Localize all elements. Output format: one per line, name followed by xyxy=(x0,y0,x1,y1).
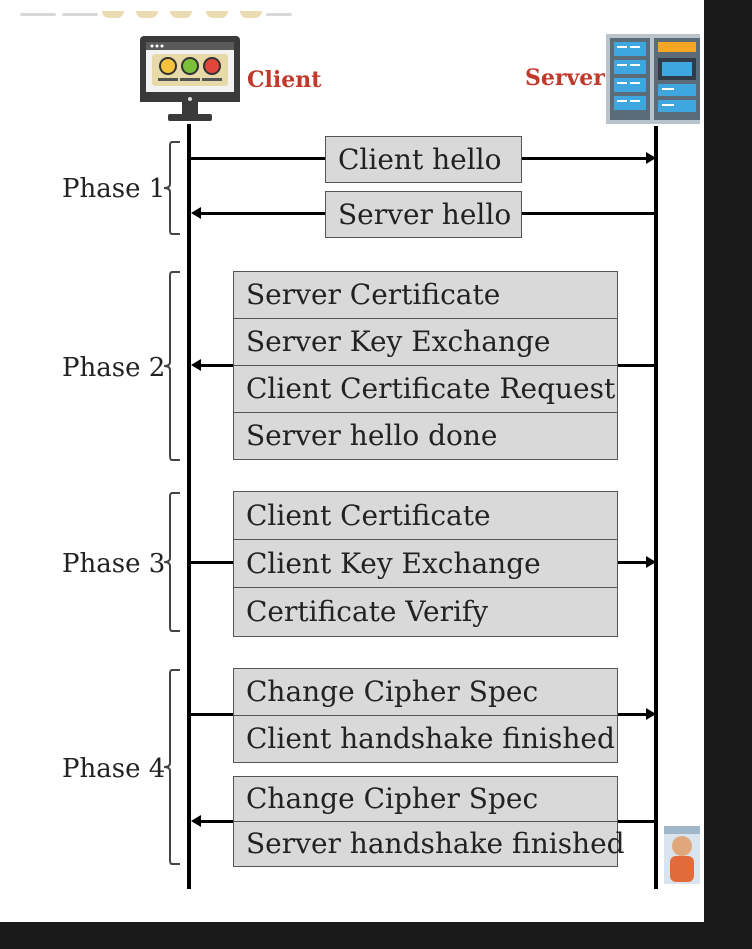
message-box: Change Cipher Spec xyxy=(233,776,618,822)
top-decoration xyxy=(62,13,98,16)
arrow-head-right xyxy=(646,556,656,568)
phase-bracket xyxy=(163,669,180,865)
top-decoration xyxy=(20,13,56,16)
phase-label: Phase 2 xyxy=(62,353,166,383)
top-decoration xyxy=(170,11,192,18)
top-decoration xyxy=(266,13,292,16)
client-label: Client xyxy=(247,67,322,93)
server-lifeline xyxy=(654,126,658,889)
message-box: Change Cipher Spec xyxy=(233,668,618,716)
message-box: Server Certificate xyxy=(233,271,618,319)
top-decoration xyxy=(206,11,228,18)
message-box: Server hello xyxy=(325,191,522,238)
top-decoration xyxy=(136,11,158,18)
arrow-head-left xyxy=(191,207,201,219)
phase-label: Phase 4 xyxy=(62,754,166,784)
arrow-head-right xyxy=(646,152,656,164)
top-decoration xyxy=(240,11,262,18)
message-box: Certificate Verify xyxy=(233,587,618,637)
top-decoration xyxy=(102,11,124,18)
message-box: Client handshake finished xyxy=(233,715,618,763)
message-box: Client hello xyxy=(325,136,522,183)
phase-bracket xyxy=(163,271,180,461)
message-box: Client Certificate Request xyxy=(233,365,618,413)
client-lifeline xyxy=(187,124,191,889)
message-box: Server Key Exchange xyxy=(233,318,618,366)
phase-label: Phase 1 xyxy=(62,174,166,204)
arrow-head-left xyxy=(191,359,201,371)
monitor-icon xyxy=(140,36,240,121)
presenter-thumbnail xyxy=(664,826,700,884)
message-box: Client Certificate xyxy=(233,491,618,540)
arrow-head-left xyxy=(191,815,201,827)
phase-label: Phase 3 xyxy=(62,549,166,579)
phase-bracket xyxy=(163,492,180,632)
server-rack-icon xyxy=(606,34,700,124)
diagram-canvas: Client Server Phase 1 Client hello Serve… xyxy=(0,0,704,922)
server-label: Server xyxy=(525,65,605,91)
arrow-head-right xyxy=(646,708,656,720)
message-box: Server handshake finished xyxy=(233,821,625,867)
message-box: Server hello done xyxy=(233,412,618,460)
message-box: Client Key Exchange xyxy=(233,539,618,588)
phase-bracket xyxy=(163,141,180,235)
